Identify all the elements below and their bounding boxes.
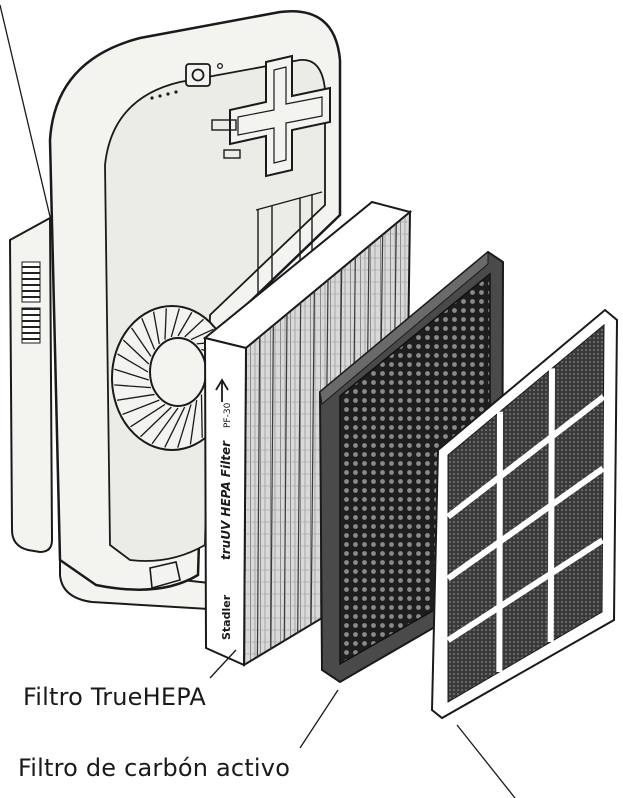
prefilter-grid-line <box>446 466 605 581</box>
fan-blade <box>164 308 167 340</box>
side-vent-2 <box>21 307 41 344</box>
indicator-lights <box>150 90 178 100</box>
fan-blade <box>130 403 166 428</box>
fan-blade <box>152 311 160 344</box>
unit-rear-housing <box>8 216 54 554</box>
prefilter-grid-line <box>446 537 605 643</box>
carbon-frame-edge <box>319 250 489 405</box>
air-purifier-unit <box>8 9 342 612</box>
sensor-slot <box>211 119 237 131</box>
fan-blade <box>200 394 203 438</box>
hepa-side-print: Stadler truUV HEPA Filter PF-30 <box>219 402 233 640</box>
fan-blade <box>114 384 152 389</box>
hepa-pleat-line <box>270 325 274 649</box>
fan-blade <box>177 311 193 337</box>
callout-carbon-filter: Filtro de carbón activo <box>18 754 291 782</box>
fan-blade <box>140 406 172 438</box>
callout-truehepa-filter: Filtro TrueHEPA <box>23 683 206 711</box>
leader-line-top <box>0 4 53 226</box>
fan-blade <box>189 400 198 445</box>
hepa-pleat-line <box>256 336 261 657</box>
fan-blade <box>170 308 180 338</box>
fan-blade <box>131 327 152 357</box>
hepa-pleat-line <box>310 291 315 625</box>
fan-blade <box>177 404 192 448</box>
fan-blade <box>141 317 156 350</box>
pre-filter <box>430 308 619 720</box>
bottom-clip <box>149 561 181 590</box>
hepa-pleat-line <box>283 313 288 641</box>
hepa-arrow-icon <box>215 378 229 402</box>
hepa-side-label-panel <box>203 336 248 667</box>
leader-line-prefilter <box>456 724 516 798</box>
fan-blade <box>114 368 149 381</box>
fan-blade <box>151 407 179 445</box>
fan-blade <box>122 399 160 416</box>
hepa-pleat-line <box>297 302 302 633</box>
prefilter-grid-line <box>446 394 606 520</box>
hepa-line-text: truUV HEPA Filter <box>219 440 233 560</box>
fan-blade <box>117 353 149 373</box>
power-button-icon <box>185 63 211 87</box>
hepa-model-text: PF-30 <box>223 402 233 428</box>
fan-blade <box>122 339 150 365</box>
leader-line-hepa <box>209 649 237 679</box>
cross-bracket <box>229 54 331 178</box>
side-vent-1 <box>21 261 41 303</box>
fan-blade <box>116 393 155 401</box>
fan-blade <box>184 318 204 338</box>
prefilter-grid <box>446 368 606 673</box>
hepa-brand-text: Stadler <box>220 594 233 640</box>
fan-blade <box>190 328 214 341</box>
fan-blade <box>164 406 186 448</box>
leader-line-carbon <box>299 689 339 749</box>
